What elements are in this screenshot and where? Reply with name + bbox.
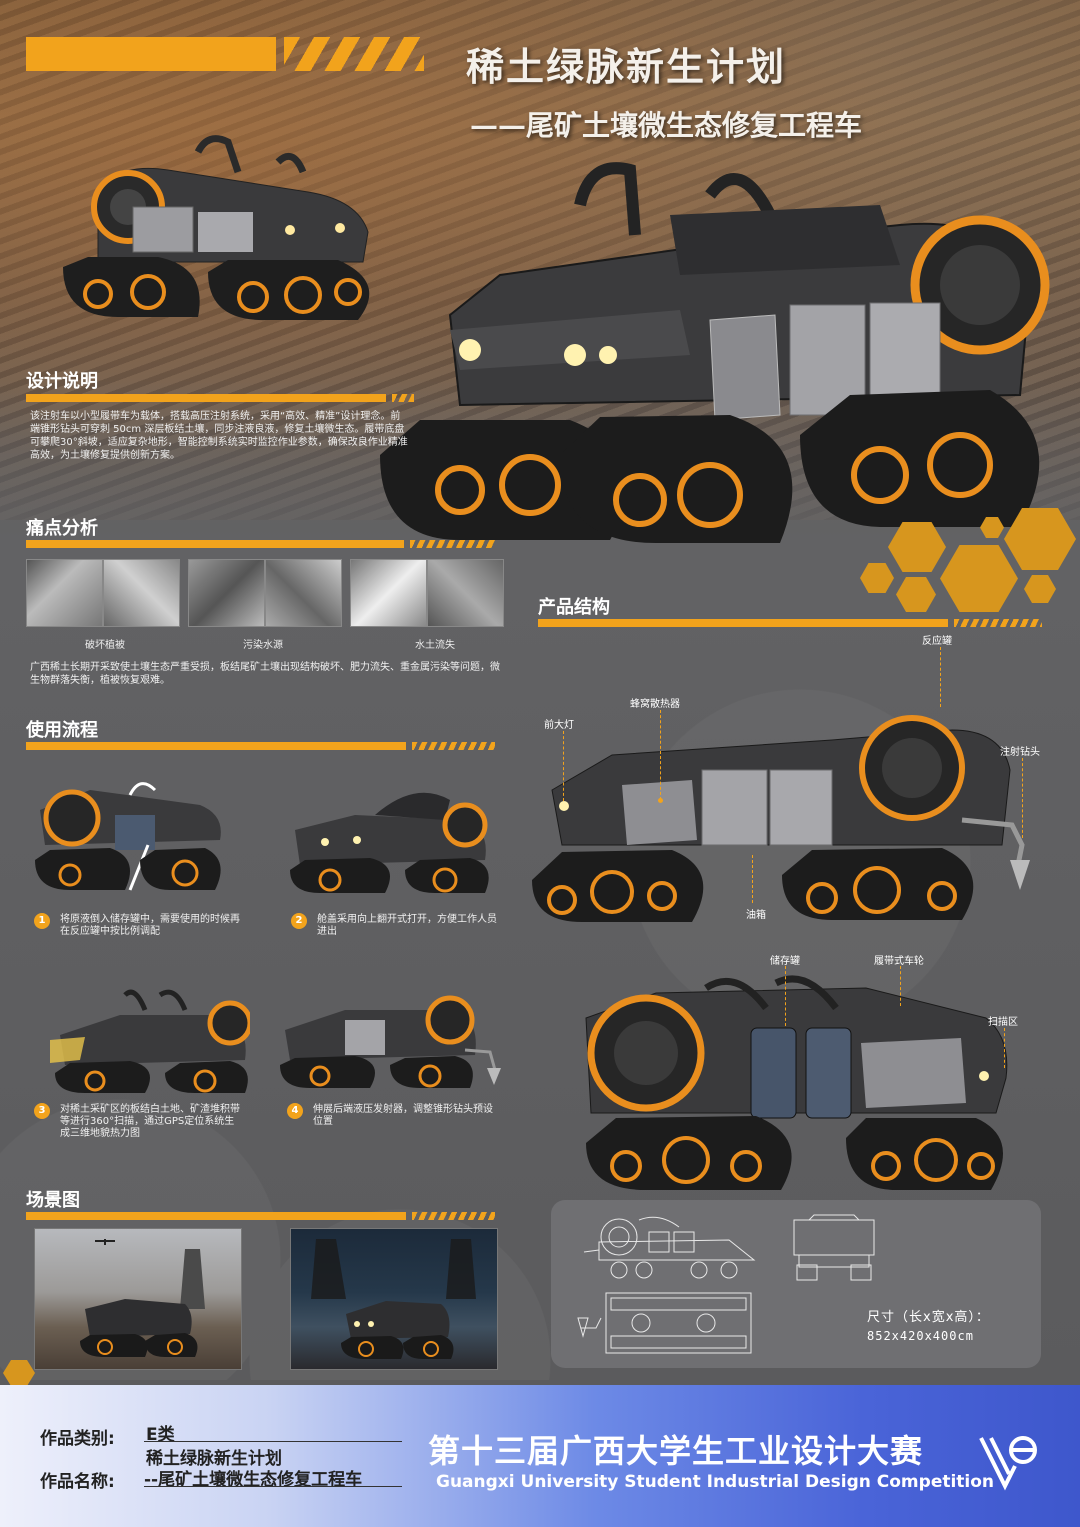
drawing-side-view [583,1216,756,1279]
header-accent-bar [26,37,276,71]
header-stripes [284,37,424,71]
honeycomb-hex [980,517,1004,538]
design-description-text: 该注射车以小型履带车为载体，搭载高压注射系统，采用“高效、精准”设计理念。前端锥… [30,411,408,461]
poster-subtitle: ——尾矿土壤微生态修复工程车 [470,109,863,142]
vehicle-render-large [380,162,1050,544]
footer-banner [0,1385,1080,1527]
scene-day-vehicle [80,1239,205,1357]
leader-line [660,710,662,800]
leader-line [1022,758,1024,838]
pain-points-text: 广西稀土长期开采致使土壤生态严重受损，板结尾矿土壤出现结构破坏、肥力流失、重金属… [30,662,500,686]
vehicle-render-small [63,135,370,321]
section-stripes [954,619,1042,627]
competition-logo-icon [979,1436,1037,1491]
pain-points-heading: 痛点分析 [26,518,98,539]
structure-side-view [532,715,1030,922]
section-stripes [412,1212,495,1220]
section-bar [538,619,948,627]
step-3-text: 对稀土采矿区的板结白土地、矿渣堆积带等进行360°扫描，通过GPS定位系统生成三… [60,1104,240,1139]
design-description-heading: 设计说明 [26,371,98,392]
label-storage-tank: 储存罐 [770,956,800,967]
label-headlight: 前大灯 [544,720,574,731]
name-label: 作品名称: [40,1472,115,1492]
leader-line [752,855,754,903]
step-1-number: 1 [34,913,50,929]
leader-line [900,966,902,1006]
photo-soil-erosion-2 [427,559,504,627]
structure-rear-view [585,975,1008,1190]
leader-line [940,647,942,707]
usage-flow-heading: 使用流程 [26,720,98,741]
caption-water: 污染水源 [243,640,283,651]
photo-water-pollution-2 [265,559,342,627]
step-4-text: 伸展后端液压发射器，调整锥形钻头预设位置 [313,1104,493,1127]
section-bar [26,394,386,402]
honeycomb-hex [3,1360,35,1386]
section-bar [26,540,404,548]
photo-water-pollution-1 [188,559,265,627]
competition-title-cn: 第十三届广西大学生工业设计大赛 [428,1432,924,1470]
dimensions-label: 尺寸（长x宽x高）： [867,1310,990,1325]
photo-soil-erosion-1 [350,559,427,627]
leader-dot [658,798,663,803]
honeycomb-hex [860,563,894,593]
product-structure-heading: 产品结构 [538,597,610,618]
honeycomb-hex [1024,575,1056,603]
section-stripes [392,394,414,402]
section-stripes [412,742,495,750]
category-label: 作品类别: [40,1429,115,1449]
step-3-image [50,989,250,1093]
scene-heading: 场景图 [26,1190,80,1211]
competition-title-en: Guangxi University Student Industrial De… [436,1472,995,1492]
underline [144,1441,402,1442]
step-4-image [280,995,501,1088]
honeycomb-hex [940,545,1018,612]
caption-vegetation: 破坏植被 [85,640,125,651]
name-line-2: --尾矿土壤微生态修复工程车 [144,1470,363,1490]
category-value: E类 [146,1425,175,1445]
photo-vegetation-damage-1 [26,559,103,627]
scene-image-day [34,1228,242,1370]
section-stripes [410,540,495,548]
step-1-text: 将原液倒入储存罐中，需要使用的时候再在反应罐中按比例调配 [60,914,240,937]
step-2-number: 2 [291,913,307,929]
photo-vegetation-damage-2 [103,559,180,627]
step-3-number: 3 [34,1103,50,1119]
scene-image-night [290,1228,498,1370]
honeycomb-hex [888,522,946,572]
label-scan-area: 扫描区 [988,1017,1018,1028]
label-oil-tank: 油箱 [746,910,766,921]
leader-line [563,731,565,801]
technical-drawing-panel: 尺寸（长x宽x高）： 852x420x400cm [551,1200,1041,1368]
label-track-wheel: 履带式车轮 [874,956,924,967]
step-2-text: 舱盖采用向上翻开式打开，方便工作人员进出 [317,914,497,937]
label-injection-drill: 注射钻头 [1000,747,1040,758]
leader-line [785,966,787,1026]
drawing-front-view [793,1214,875,1281]
section-bar [26,1212,406,1220]
underline [144,1486,402,1487]
leader-line [1004,1028,1006,1068]
section-bar [26,742,406,750]
drawing-top-view [577,1292,752,1354]
poster-title: 稀土绿脉新生计划 [466,44,787,89]
dimensions-value: 852x420x400cm [867,1329,974,1343]
scene-night-vehicle [311,1239,476,1359]
step-1-image [35,782,221,891]
step-2-image [290,792,489,893]
name-line-1: 稀土绿脉新生计划 [146,1449,282,1469]
label-reaction-tank: 反应罐 [922,636,952,647]
caption-erosion: 水土流失 [415,640,455,651]
step-4-number: 4 [287,1103,303,1119]
label-honeycomb-radiator: 蜂窝散热器 [630,699,680,710]
honeycomb-hex [896,577,936,612]
